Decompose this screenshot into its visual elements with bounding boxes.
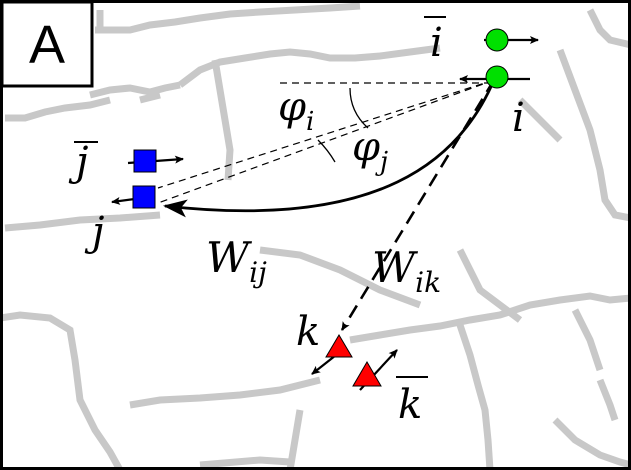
k-bar-triangle-icon	[352, 361, 382, 387]
j-bar-square-icon	[133, 149, 157, 173]
dashed-line-i-to-j	[157, 79, 495, 204]
w-ij-curved-arrow	[163, 79, 496, 218]
node-j-bar	[127, 149, 184, 173]
node-k-bar	[352, 349, 398, 391]
i-circle-icon	[485, 65, 509, 89]
label-j: j	[84, 209, 104, 255]
w-ik-dashed-arrow	[340, 79, 496, 331]
panel-letter: A	[29, 15, 65, 75]
label-phi-i: φi	[278, 84, 314, 137]
label-w-ij: Wij	[206, 233, 267, 289]
label-k: k	[296, 309, 320, 355]
label-j-bar: j	[68, 139, 88, 185]
node-i	[459, 65, 530, 89]
node-j	[111, 185, 156, 209]
j-square-icon	[132, 185, 156, 209]
label-w-ik: Wik	[372, 243, 441, 299]
label-i-bar: i	[430, 20, 443, 66]
label-i: i	[512, 95, 525, 141]
label-phi-j: φj	[352, 124, 388, 177]
i-bar-circle-icon	[485, 28, 509, 52]
k-triangle-icon	[325, 334, 353, 358]
dashed-lines	[157, 79, 495, 204]
panel-label-box: A	[0, 0, 94, 88]
dashed-line-i-to-j-bar	[157, 79, 495, 189]
node-i-bar	[484, 28, 539, 52]
node-k	[311, 334, 353, 375]
label-k-bar: k	[398, 382, 422, 428]
phi-j-arc	[317, 139, 336, 163]
phi-i-arc	[349, 87, 369, 129]
